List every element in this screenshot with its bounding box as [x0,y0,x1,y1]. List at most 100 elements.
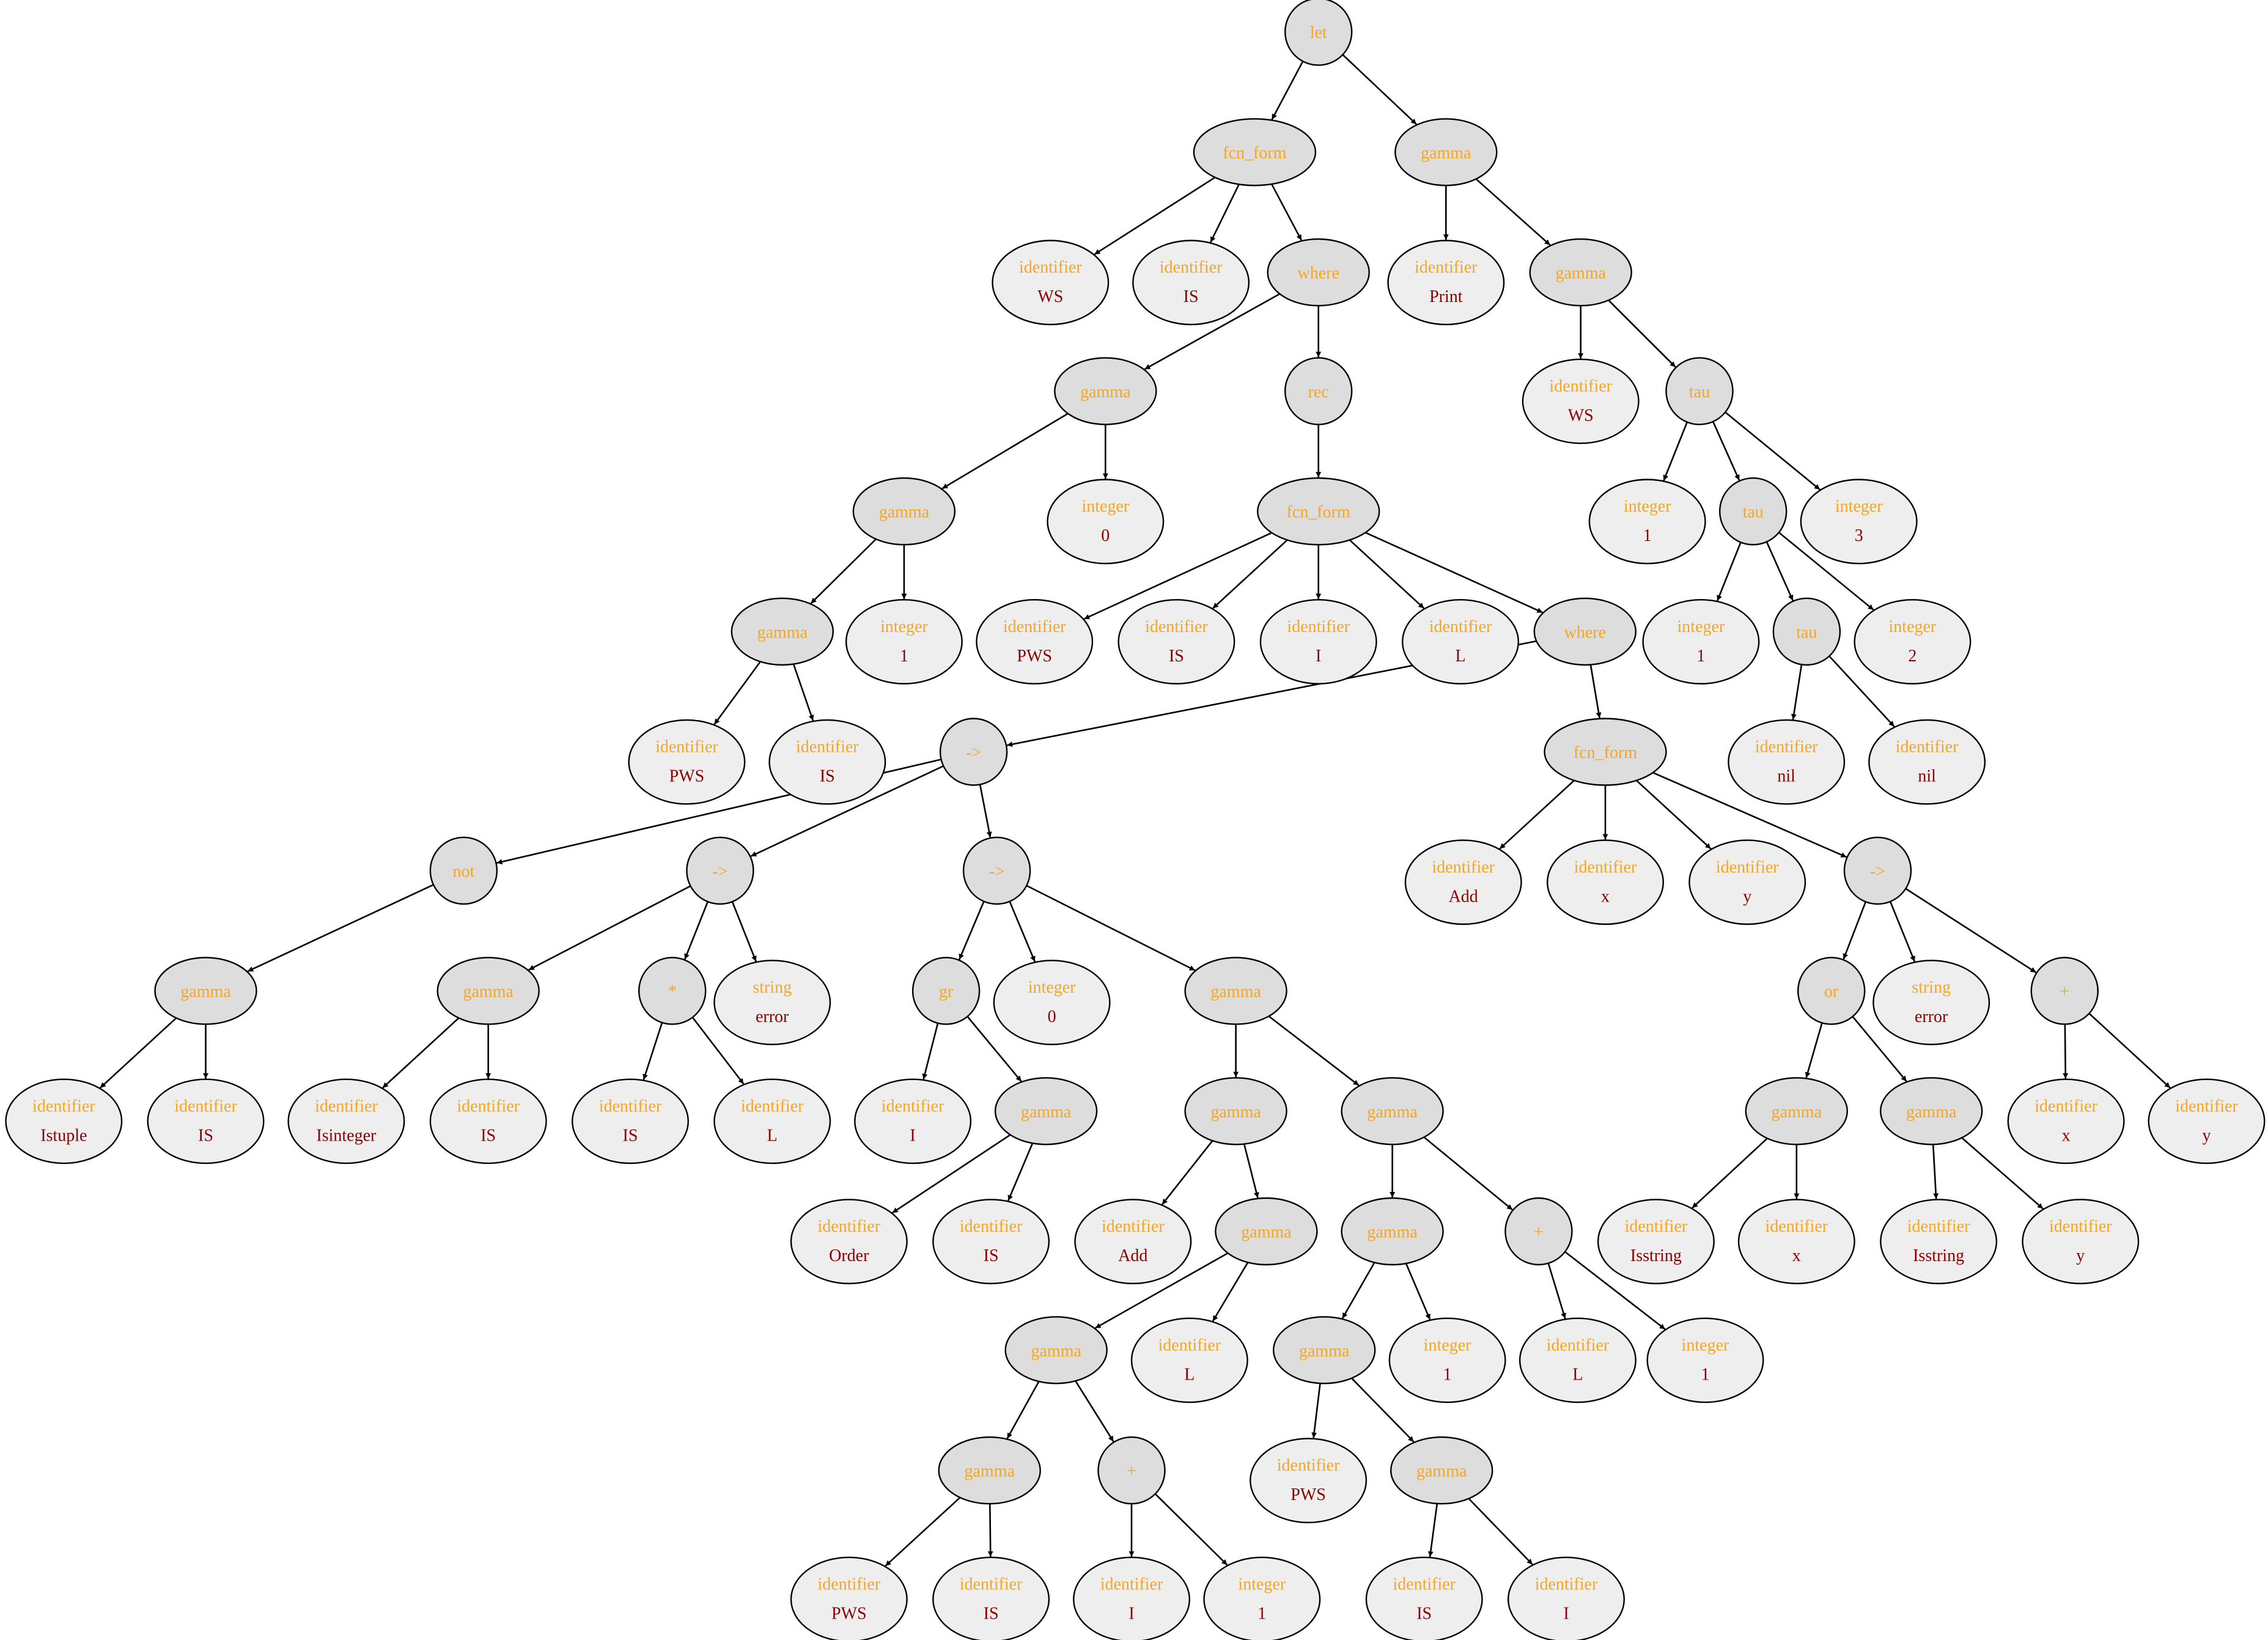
tree-node-n45: gr [911,957,981,1025]
node-type-label: identifier [817,1217,880,1236]
edge-n81-n85 [885,1496,961,1567]
edge-n45-n57 [922,1023,939,1080]
edge-n34-n41 [247,884,434,973]
node-type-label: identifier [817,1575,880,1594]
tree-node-n8: gamma [1054,357,1157,425]
node-type-label: or [1824,982,1839,1001]
node-ellipse [429,1078,547,1164]
node-ellipse [1544,718,1667,786]
node-ellipse [1508,1556,1625,1640]
tree-node-n7: gamma [1529,238,1632,307]
tree-node-n41: gamma [154,957,257,1025]
edge-n48-n61 [1805,1023,1823,1078]
tree-node-n14: fcn_form [1256,477,1380,546]
node-ellipse [1394,118,1498,186]
node-ellipse [1341,1197,1444,1266]
node-type-label: integer [1835,497,1883,516]
node-value-label: IS [984,1605,999,1623]
node-type-label: gamma [1367,1103,1418,1122]
node-ellipse [1272,1316,1376,1384]
tree-node-n26: tau [1772,597,1841,666]
edge-n0-n1 [1271,61,1304,120]
node-type-label: -> [989,862,1004,881]
node-ellipse [1688,839,1806,925]
node-type-label: integer [1081,497,1129,516]
node-ellipse [1097,1436,1166,1505]
tree-node-n70: + [1504,1197,1573,1266]
edge-n30-n36 [979,784,992,838]
node-type-label: identifier [1415,258,1478,277]
node-value-label: 2 [1908,647,1916,666]
node-ellipse [713,1078,831,1164]
node-type-label: gamma [1416,1462,1467,1481]
edge-n14-n20 [1083,532,1272,620]
node-ellipse [1718,477,1788,546]
node-type-label: integer [1624,497,1671,516]
node-type-label: identifier [1145,617,1208,636]
node-type-label: gamma [879,503,930,522]
edge-n69-n77 [1341,1262,1375,1319]
node-type-label: identifier [1102,1217,1165,1236]
edge-n40-n49 [1889,901,1916,962]
node-ellipse [932,1199,1050,1285]
node-type-label: integer [1677,617,1725,636]
node-type-label: identifier [1432,858,1495,877]
node-ellipse [911,957,981,1025]
node-ellipse [1132,240,1250,326]
edge-n61-n71 [1692,1138,1768,1209]
tree-node-n81: gamma [938,1436,1041,1505]
edge-n60-n70 [1423,1136,1513,1211]
tree-node-n2: gamma [1394,118,1498,186]
tree-node-n77: gamma [1272,1316,1376,1384]
edge-n12-n18 [810,539,877,605]
edge-n45-n58 [966,1016,1022,1083]
edge-n43-n56 [691,1017,745,1085]
tree-node-n61: gamma [1745,1077,1849,1145]
node-ellipse [2148,1078,2266,1164]
node-type-label: identifier [1160,258,1223,277]
node-ellipse [845,599,963,685]
edge-n24-n31 [1589,664,1602,719]
node-type-label: fcn_form [1287,503,1350,522]
node-ellipse [1184,1077,1287,1145]
node-type-label: gamma [1210,982,1261,1001]
node-ellipse [1130,1317,1248,1403]
node-value-label: I [910,1126,915,1145]
node-type-label: gamma [1299,1342,1350,1361]
node-type-label: + [1534,1223,1544,1242]
node-type-label: where [1297,264,1339,283]
node-type-label: gamma [1080,383,1131,402]
node-ellipse [5,1078,123,1164]
node-value-label: 1 [900,647,908,666]
node-ellipse [976,599,1094,685]
node-type-label: gamma [1241,1223,1292,1242]
node-type-label: integer [1424,1336,1471,1355]
node-value-label: x [1601,887,1610,906]
node-type-label: string [753,978,792,997]
node-type-label: -> [966,743,981,762]
tree-node-n16: tau [1718,477,1788,546]
node-value-label: IS [198,1126,213,1145]
node-type-label: tau [1796,623,1817,642]
tree-node-n35: -> [686,836,754,905]
edge-n31-n37 [1499,779,1575,850]
tree-node-n11: tau [1665,357,1734,425]
tree-node-n34: not [429,836,498,905]
node-ellipse [1880,1199,1998,1285]
edge-n68-n76 [1212,1262,1249,1322]
edge-n82-n88 [1154,1493,1228,1566]
node-value-label: IS [984,1246,999,1265]
node-value-label: Add [1118,1246,1147,1265]
edge-n84-n90 [1468,1498,1533,1565]
